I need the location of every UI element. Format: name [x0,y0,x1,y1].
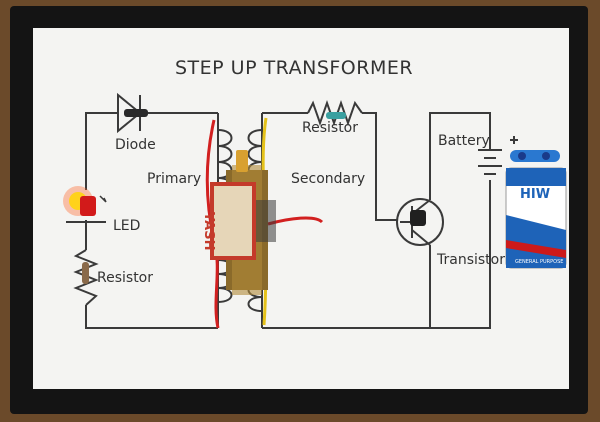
left-resistor-component [82,262,89,284]
board-title: STEP UP TRANSFORMER [175,57,414,79]
diode-label: Diode [115,137,156,153]
top-resistor-component [326,112,346,119]
battery-label: Battery [438,133,490,149]
battery-note-label: GENERAL PURPOSE [515,259,564,265]
battery-9v [505,150,567,269]
diode-component [124,109,148,117]
resistor-top-label: Resistor [302,120,358,136]
led-label: LED [113,218,141,234]
transformer-core [210,150,276,295]
secondary-label: Secondary [291,171,366,187]
battery-brand-label: HIW [520,187,551,202]
resistor-left-label: Resistor [97,270,153,286]
paper-sheet [33,28,569,389]
led-body [80,196,96,216]
primary-label: Primary [147,171,202,187]
top-resistor-symbol [307,99,363,127]
transistor-label: Transistor [437,252,505,268]
plus-sign [510,136,518,144]
battery-symbol [478,149,502,175]
transistor-component [410,210,426,226]
transformer-brand-label: YASH [201,212,216,251]
